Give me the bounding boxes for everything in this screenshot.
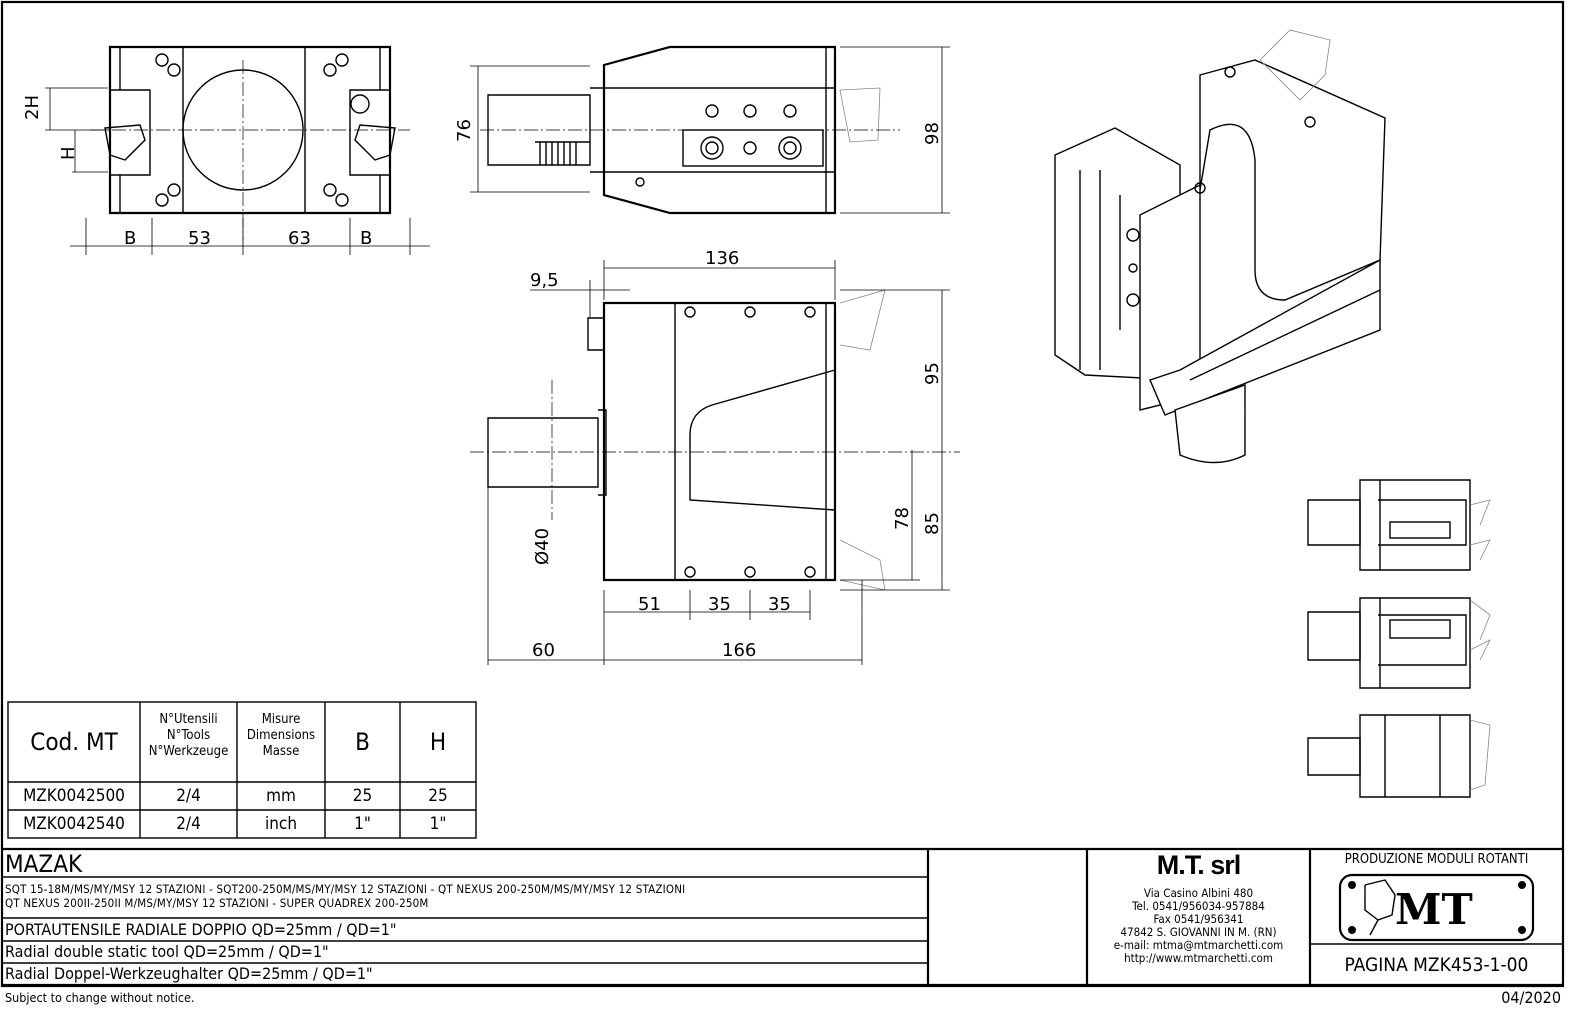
division-title: PRODUZIONE MODULI ROTANTI [1344,852,1529,867]
tools-en: N°Tools [166,728,211,743]
front-view: 136 9,5 95 78 85 Ø40 51 35 35 60 166 [470,248,960,665]
dim-60: 60 [532,640,555,661]
company-address: Via Casino Albini 480 Tel. 0541/956034-9… [1087,887,1310,965]
measures-it: Misure [261,712,301,727]
description-en: Radial double static tool QD=25mm / QD=1… [5,942,329,961]
dim-dia40: Ø40 [532,528,553,565]
end-view: 2H H B 53 63 B [22,45,430,255]
dim-95: 95 [922,362,943,385]
row-measures: mm [266,786,296,806]
measures-en: Dimensions [246,728,316,743]
dim-h: H [58,146,79,160]
table-row: MZK0042500 2/4 mm 25 25 [8,782,476,810]
dim-76: 76 [454,119,475,142]
top-view: 76 98 [454,45,950,215]
page-code: PAGINA MZK453-1-00 [1344,954,1529,976]
dim-98: 98 [922,122,943,145]
description-de: Radial Doppel-Werkzeughalter QD=25mm / Q… [5,964,373,983]
dim-51: 51 [638,594,661,615]
dim-35a: 35 [708,594,731,615]
machines-line-2: QT NEXUS 200II-250II M/MS/MY/MSY 12 STAZ… [5,896,429,910]
dim-53: 53 [188,228,211,249]
row-h: 1" [429,814,447,834]
address-line: Via Casino Albini 480 [1143,886,1254,900]
row-h: 25 [428,786,448,806]
phone-line: Tel. 0541/956034-957884 [1132,899,1265,913]
row-code: MZK0042500 [23,786,125,806]
row-b: 25 [352,786,373,806]
tools-de: N°Werkzeuge [148,744,229,759]
measures-de: Masse [262,744,300,759]
row-measures: inch [264,814,298,834]
dim-85: 85 [922,512,943,535]
fax-line: Fax 0541/956341 [1153,912,1244,926]
tools-it: N°Utensili [159,712,218,727]
dim-136: 136 [705,248,739,269]
dim-2h: 2H [22,95,43,120]
table-header-h: H [429,728,447,756]
thumbnail-views [1307,479,1491,798]
table-header-measures: Misure Dimensions Masse [237,712,325,760]
dim-78: 78 [892,507,913,530]
table-row: MZK0042540 2/4 inch 1" 1" [8,810,476,838]
machines-list: SQT 15-18M/MS/MY/MSY 12 STAZIONI - SQT20… [5,882,685,910]
isometric-view [1054,29,1386,464]
brand-title: MAZAK [5,850,83,878]
machines-line-1: SQT 15-18M/MS/MY/MSY 12 STAZIONI - SQT20… [5,882,686,896]
dim-b-right: B [360,228,372,249]
website-link[interactable]: http://www.mtmarchetti.com [1124,951,1273,965]
row-code: MZK0042540 [23,814,125,834]
table-header-code: Cod. MT [30,728,118,756]
company-name: M.T. srl [1156,850,1242,880]
table-header-b: B [355,728,370,756]
row-tools: 2/4 [176,814,201,834]
title-block-lines [2,847,1563,987]
dim-166: 166 [722,640,756,661]
dim-9-5: 9,5 [530,270,559,291]
change-notice: Subject to change without notice. [5,990,195,1005]
dim-b-left: B [124,228,136,249]
table-header-tools: N°Utensili N°Tools N°Werkzeuge [140,712,237,760]
revision-date: 04/2020 [1501,988,1561,1007]
email-link[interactable]: e-mail: mtma@mtmarchetti.com [1113,938,1284,952]
dim-35b: 35 [768,594,791,615]
mt-logo: MT [1395,885,1473,934]
row-b: 1" [354,814,371,834]
description-it: PORTAUTENSILE RADIALE DOPPIO QD=25mm / Q… [5,920,397,939]
dim-63: 63 [288,228,311,249]
product-table [7,701,477,839]
city-line: 47842 S. GIOVANNI IN M. (RN) [1120,925,1277,939]
row-tools: 2/4 [176,786,201,806]
